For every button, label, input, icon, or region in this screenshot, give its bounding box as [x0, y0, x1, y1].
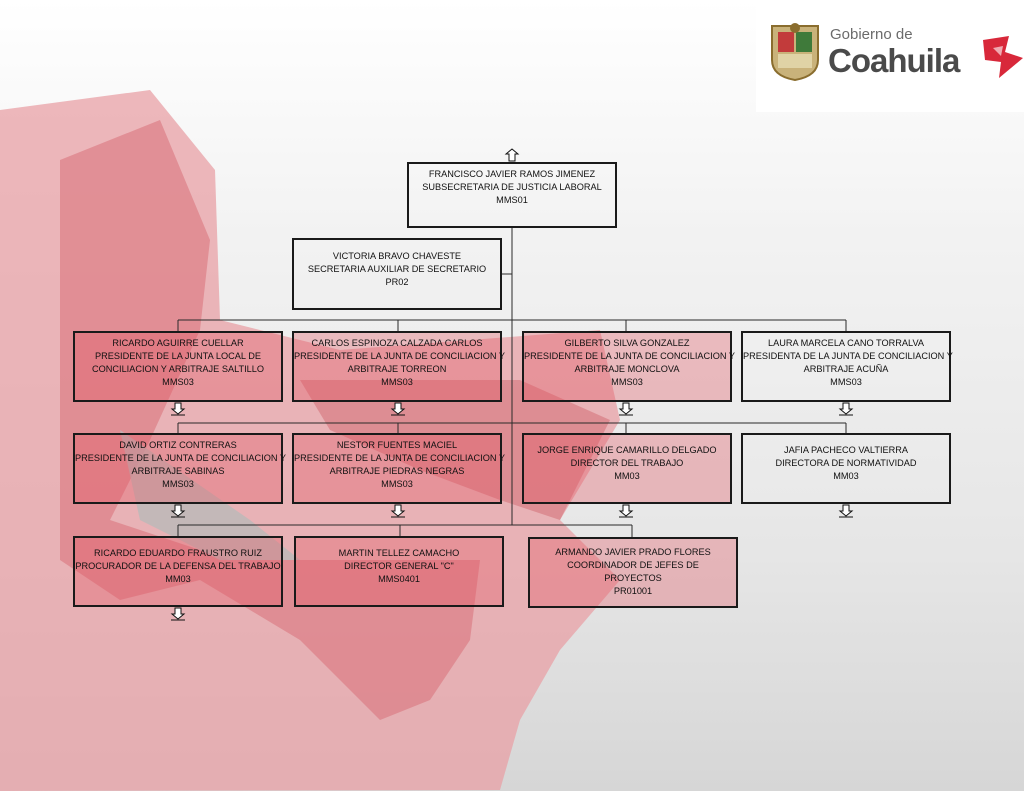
gobierno-coahuila-logo: Gobierno de Coahuila: [756, 0, 1024, 112]
org-node-junta-saltillo[interactable]: RICARDO AGUIRRE CUELLAR PRESIDENTE DE LA…: [73, 331, 283, 402]
node-name: VICTORIA BRAVO CHAVESTE: [332, 251, 462, 261]
org-node-subsecretaria[interactable]: FRANCISCO JAVIER RAMOS JIMENEZ SUBSECRET…: [407, 162, 617, 228]
node-code: MMS03: [162, 479, 194, 489]
node-name: RICARDO EDUARDO FRAUSTRO RUIZ: [94, 548, 262, 558]
node-name: ARMANDO JAVIER PRADO FLORES: [555, 547, 711, 557]
org-node-directora-normatividad[interactable]: JAFIA PACHECO VALTIERRA DIRECTORA DE NOR…: [741, 433, 951, 504]
node-name: MARTIN TELLEZ CAMACHO: [338, 548, 460, 558]
node-role: ARBITRAJE MONCLOVA: [574, 364, 680, 374]
node-code: MM03: [165, 574, 191, 584]
node-role: PRESIDENTE DE LA JUNTA DE CONCILIACION Y: [75, 453, 287, 463]
coahuila-arrow-mark-icon: [983, 36, 1023, 78]
node-code: MMS03: [830, 377, 862, 387]
node-code: MMS03: [381, 377, 413, 387]
node-role: PROCURADOR DE LA DEFENSA DEL TRABAJO: [75, 561, 281, 571]
org-node-director-general-c[interactable]: MARTIN TELLEZ CAMACHO DIRECTOR GENERAL "…: [294, 536, 504, 607]
org-node-coordinador-proyectos[interactable]: ARMANDO JAVIER PRADO FLORES COORDINADOR …: [528, 537, 738, 608]
node-role: DIRECTORA DE NORMATIVIDAD: [775, 458, 917, 468]
expand-down-icon[interactable]: [170, 402, 186, 416]
org-node-secretaria-auxiliar[interactable]: VICTORIA BRAVO CHAVESTE SECRETARIA AUXIL…: [292, 238, 502, 310]
logo-coahuila-text: Coahuila: [828, 42, 960, 79]
node-name: GILBERTO SILVA GONZALEZ: [564, 338, 690, 348]
org-node-junta-sabinas[interactable]: DAVID ORTIZ CONTRERAS PRESIDENTE DE LA J…: [73, 433, 287, 504]
node-code: MMS0401: [378, 574, 420, 584]
coat-of-arms-icon: [771, 23, 819, 82]
node-role: ARBITRAJE SABINAS: [131, 466, 225, 476]
node-name: DAVID ORTIZ CONTRERAS: [119, 440, 237, 450]
node-role: ARBITRAJE TORREON: [347, 364, 447, 374]
node-name: CARLOS ESPINOZA CALZADA CARLOS: [311, 338, 483, 348]
node-name: JAFIA PACHECO VALTIERRA: [783, 445, 909, 455]
node-role: PRESIDENTE DE LA JUNTA DE CONCILIACION Y: [294, 453, 506, 463]
node-role: SUBSECRETARIA DE JUSTICIA LABORAL: [422, 182, 602, 192]
node-role: COORDINADOR DE JEFES DE: [567, 560, 699, 570]
node-name: RICARDO AGUIRRE CUELLAR: [112, 338, 244, 348]
node-code: PR02: [385, 277, 409, 287]
node-code: MMS03: [162, 377, 194, 387]
expand-down-icon[interactable]: [618, 504, 634, 518]
node-code: MMS03: [611, 377, 643, 387]
expand-down-icon[interactable]: [170, 607, 186, 621]
org-node-junta-piedras-negras[interactable]: NESTOR FUENTES MACIEL PRESIDENTE DE LA J…: [292, 433, 506, 504]
node-role: PRESIDENTE DE LA JUNTA DE CONCILIACION Y: [294, 351, 506, 361]
node-role: PRESIDENTE DE LA JUNTA LOCAL DE: [95, 351, 261, 361]
node-role: SECRETARIA AUXILIAR DE SECRETARIO: [307, 264, 487, 274]
expand-down-icon[interactable]: [390, 504, 406, 518]
node-code: MMS03: [381, 479, 413, 489]
node-role: ARBITRAJE ACUÑA: [803, 364, 889, 374]
node-role: ARBITRAJE PIEDRAS NEGRAS: [329, 466, 465, 476]
expand-down-icon[interactable]: [170, 504, 186, 518]
org-node-junta-monclova[interactable]: GILBERTO SILVA GONZALEZ PRESIDENTE DE LA…: [522, 331, 736, 402]
node-role: DIRECTOR DEL TRABAJO: [570, 458, 684, 468]
expand-down-icon[interactable]: [390, 402, 406, 416]
node-role: PRESIDENTE DE LA JUNTA DE CONCILIACION Y: [524, 351, 736, 361]
node-code: MMS01: [496, 195, 528, 205]
org-node-junta-torreon[interactable]: CARLOS ESPINOZA CALZADA CARLOS PRESIDENT…: [292, 331, 506, 402]
expand-down-icon[interactable]: [618, 402, 634, 416]
node-code: MM03: [614, 471, 640, 481]
node-role: CONCILIACION Y ARBITRAJE SALTILLO: [91, 364, 265, 374]
expand-down-icon[interactable]: [838, 402, 854, 416]
org-node-procurador-defensa[interactable]: RICARDO EDUARDO FRAUSTRO RUIZ PROCURADOR…: [73, 536, 283, 607]
expand-up-icon[interactable]: [504, 148, 520, 162]
node-name: JORGE ENRIQUE CAMARILLO DELGADO: [537, 445, 717, 455]
node-code: PR01001: [613, 586, 653, 596]
node-name: NESTOR FUENTES MACIEL: [336, 440, 458, 450]
expand-down-icon[interactable]: [838, 504, 854, 518]
node-code: MM03: [833, 471, 859, 481]
node-name: FRANCISCO JAVIER RAMOS JIMENEZ: [428, 169, 596, 179]
node-role: PRESIDENTA DE LA JUNTA DE CONCILIACION Y: [743, 351, 953, 361]
node-name: LAURA MARCELA CANO TORRALVA: [767, 338, 925, 348]
org-node-director-trabajo[interactable]: JORGE ENRIQUE CAMARILLO DELGADO DIRECTOR…: [522, 433, 732, 504]
node-role: PROYECTOS: [604, 573, 662, 583]
org-node-junta-acuna[interactable]: LAURA MARCELA CANO TORRALVA PRESIDENTA D…: [741, 331, 953, 402]
logo-gobierno-text: Gobierno de: [830, 26, 913, 43]
node-role: DIRECTOR GENERAL "C": [344, 561, 454, 571]
